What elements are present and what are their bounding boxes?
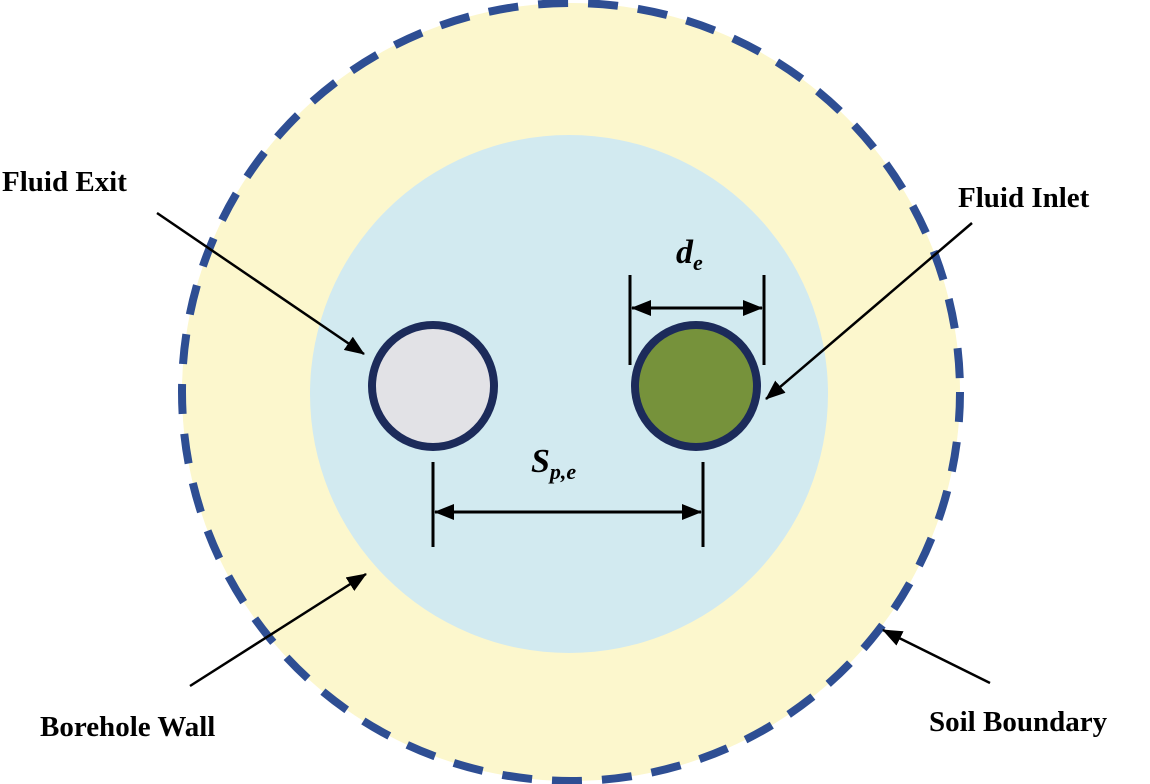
soil-boundary-label: Soil Boundary	[929, 706, 1108, 738]
fluid-inlet-label: Fluid Inlet	[958, 182, 1090, 214]
soil-boundary-leader-arrow	[882, 628, 991, 685]
spacing-label-main: S	[531, 443, 550, 480]
fluid-exit-pipe	[368, 321, 498, 451]
diameter-label: de	[676, 234, 703, 275]
fluid-inlet-pipe	[631, 321, 761, 451]
spacing-label-sub: p,e	[548, 459, 577, 484]
fluid-exit-label: Fluid Exit	[2, 166, 127, 198]
diameter-label-sub: e	[693, 250, 703, 275]
diameter-label-main: d	[676, 234, 694, 271]
fluid-exit-leader-arrow	[156, 211, 365, 356]
borehole-wall-label: Borehole Wall	[40, 711, 215, 743]
borehole-grout-region	[310, 135, 828, 653]
spacing-label: Sp,e	[531, 443, 576, 484]
borehole-wall-leader-arrow	[189, 572, 367, 688]
fluid-inlet-leader-arrow	[765, 222, 973, 400]
soil-boundary-ring	[178, 0, 964, 784]
